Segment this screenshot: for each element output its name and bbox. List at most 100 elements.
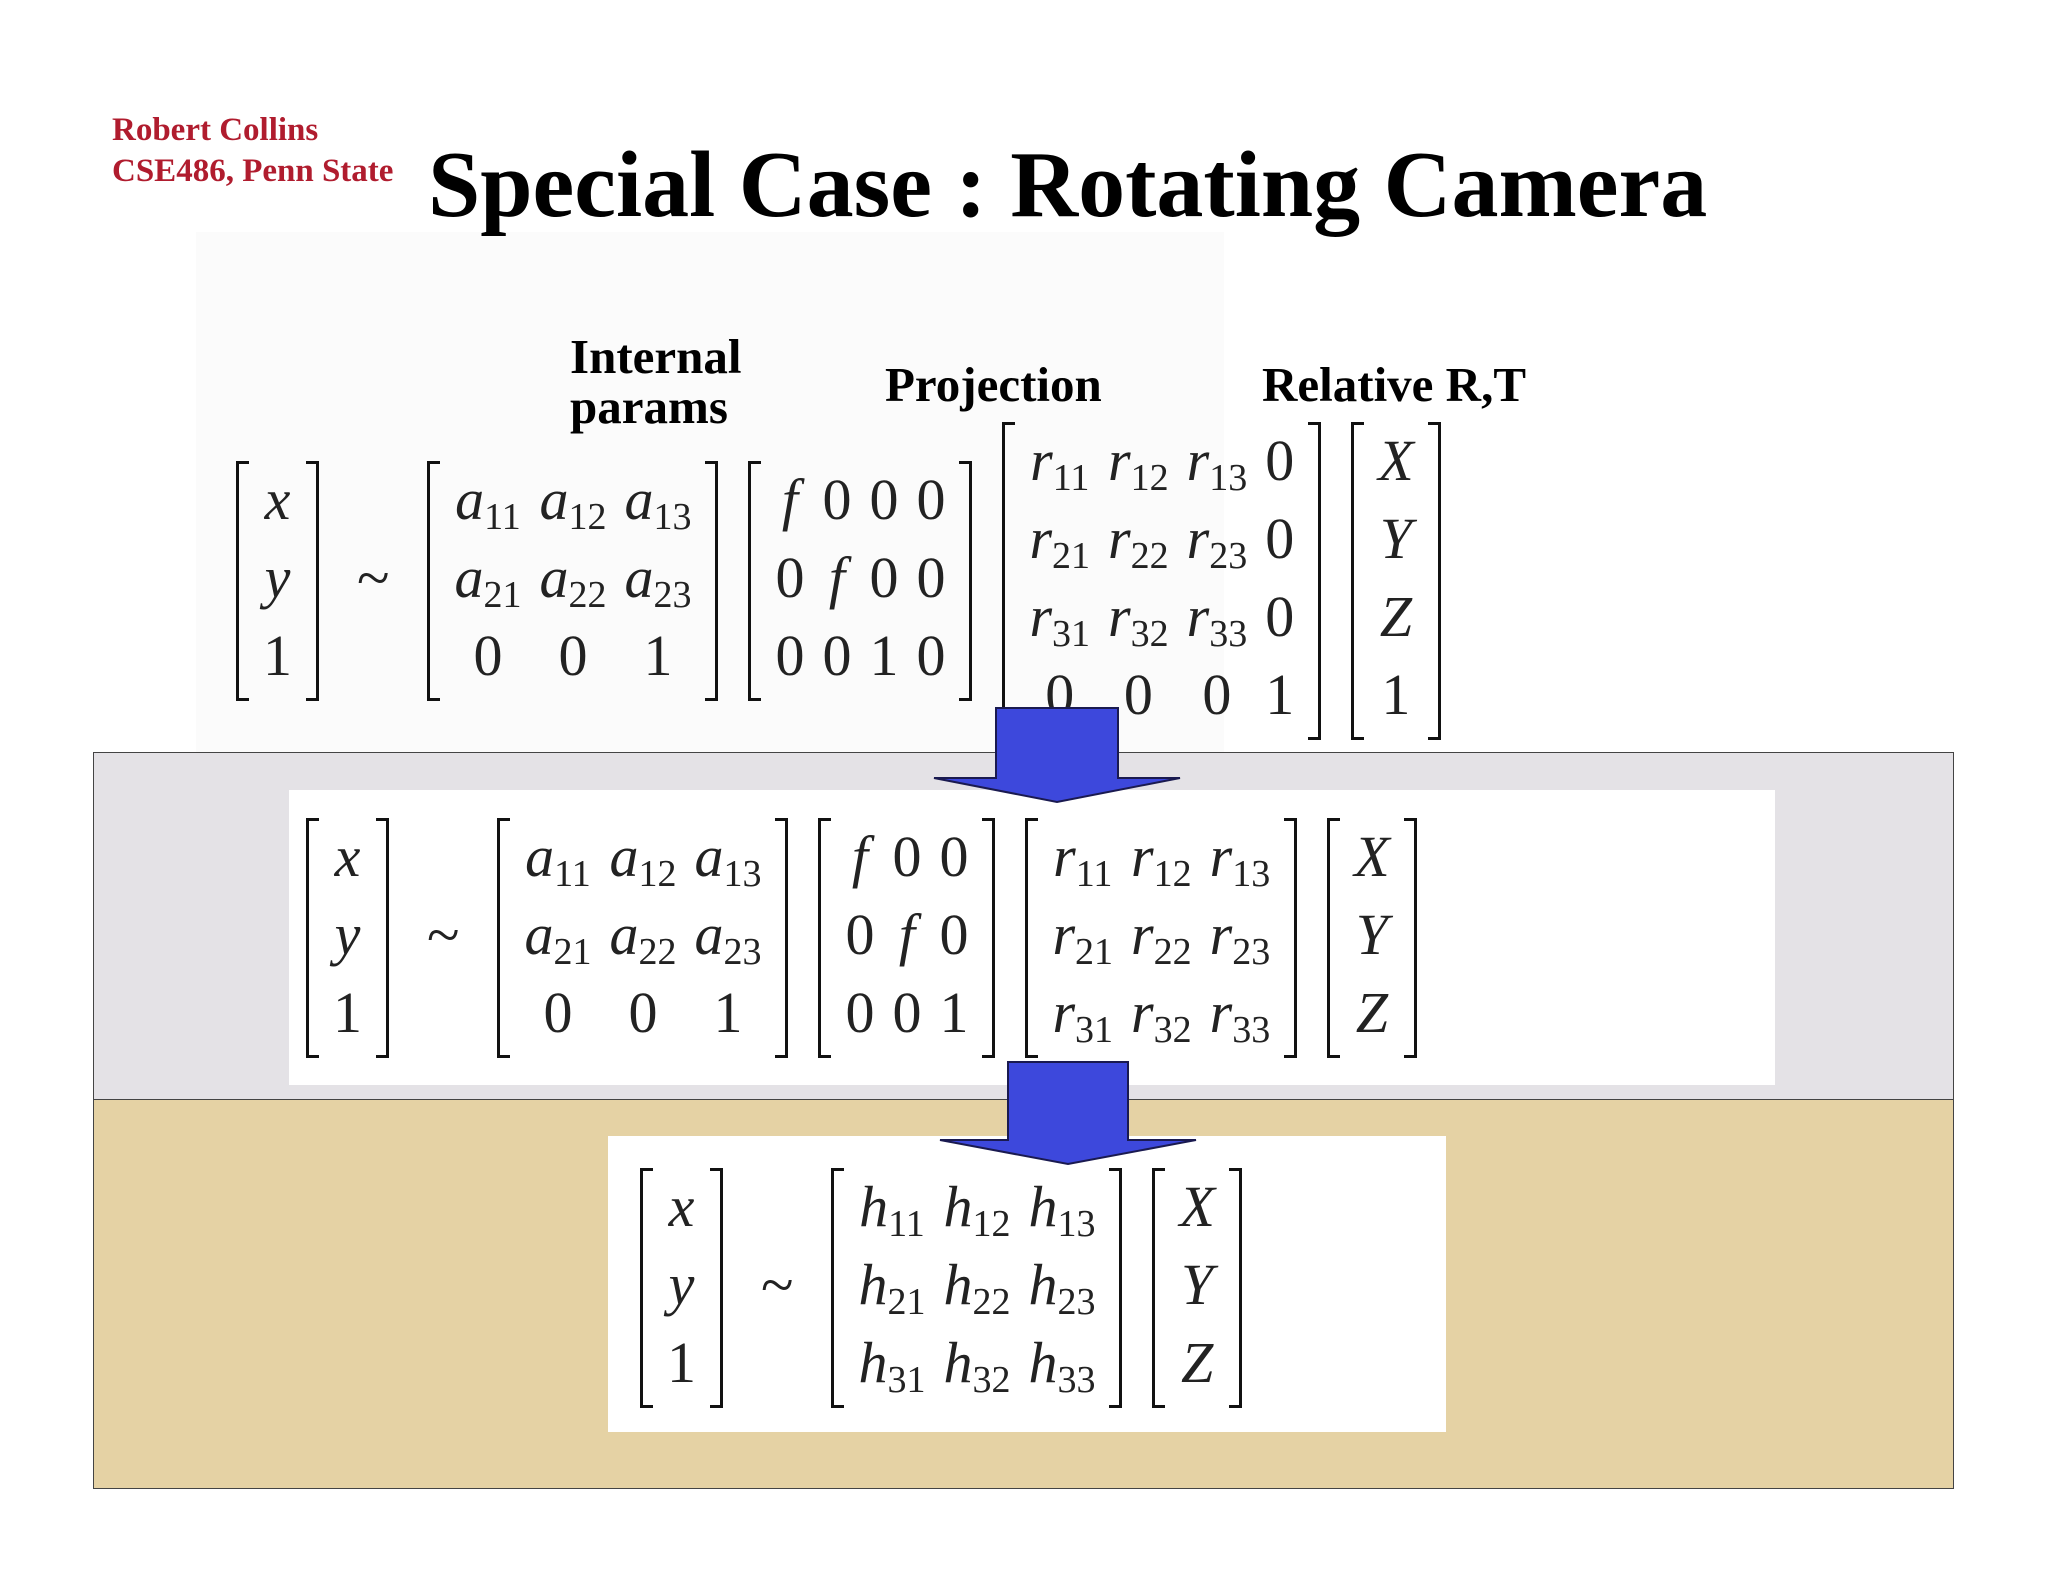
matrix-cell: 0 — [1265, 506, 1295, 571]
matrix-cell: x — [334, 824, 361, 889]
matrix-cell: r11 — [1052, 818, 1113, 896]
matrix-entry-symbol: r32 — [1131, 980, 1192, 1051]
matrix-cell: Z — [1355, 980, 1389, 1045]
matrix-entry-symbol: r33 — [1209, 980, 1271, 1051]
matrix-entry-symbol: r33 — [1186, 584, 1248, 655]
matrix-cell: r13 — [1187, 422, 1248, 500]
matrix-cell: 1 — [333, 980, 362, 1045]
matrix-cell: x — [668, 1174, 695, 1239]
matrix-cell: x — [264, 467, 291, 532]
matrix-cell: h23 — [1028, 1246, 1095, 1324]
matrix-cell: Y — [1181, 1252, 1214, 1317]
matrix-cell: r13 — [1210, 818, 1271, 896]
matrix-entry-symbol: r11 — [1030, 428, 1090, 499]
matrix-entry-symbol: a21 — [454, 545, 522, 616]
author-block: Robert Collins CSE486, Penn State — [112, 110, 393, 192]
matrix-cell: a11 — [524, 818, 591, 896]
matrix-cell: X — [1378, 428, 1414, 493]
matrix-cell: 0 — [822, 467, 852, 532]
matrix-cell: 0 — [1265, 584, 1295, 649]
equation-panel-homography — [608, 1136, 1446, 1432]
down-arrow-2 — [939, 1061, 1197, 1166]
matrix-cell: r33 — [1187, 578, 1248, 656]
matrix-cell: h12 — [943, 1168, 1010, 1246]
matrix-cell: r32 — [1108, 578, 1169, 656]
label-projection: Projection — [885, 357, 1102, 412]
matrix-entry-symbol: h13 — [1028, 1174, 1096, 1245]
matrix-cell: 0 — [892, 824, 922, 889]
matrix-entry-symbol: a12 — [609, 824, 677, 895]
matrix-entry-symbol: r12 — [1131, 824, 1192, 895]
matrix-cell: 0 — [558, 623, 588, 688]
matrix-cell: 1 — [713, 980, 743, 1045]
matrix-cell: 0 — [1265, 428, 1295, 493]
matrix-cell: 0 — [869, 467, 899, 532]
matrix-cell: r23 — [1210, 896, 1271, 974]
matrix-entry-symbol: a21 — [524, 902, 592, 973]
matrix-cell: a11 — [454, 461, 521, 539]
matrix-entry-symbol: r13 — [1209, 824, 1271, 895]
matrix-entry-symbol: r13 — [1186, 428, 1248, 499]
matrix-cell: 0 — [939, 824, 969, 889]
matrix-entry-symbol: r21 — [1029, 506, 1091, 577]
matrix-cell: 1 — [643, 623, 673, 688]
matrix-cell: Z — [1181, 1330, 1214, 1395]
matrix-cell: Z — [1379, 584, 1413, 649]
matrix-entry-symbol: h21 — [858, 1252, 926, 1323]
matrix-cell: 1 — [1381, 662, 1411, 727]
matrix-cell: y — [264, 545, 291, 610]
matrix-cell: h11 — [858, 1168, 925, 1246]
matrix-cell: a13 — [694, 818, 761, 896]
matrix-cell: r21 — [1029, 500, 1090, 578]
matrix-entry-symbol: h12 — [943, 1174, 1011, 1245]
matrix-entry-symbol: r32 — [1108, 584, 1169, 655]
matrix-cell: a23 — [624, 539, 691, 617]
matrix-cell: 0 — [473, 623, 503, 688]
matrix-cell: 1 — [1265, 662, 1295, 727]
matrix-cell: 0 — [845, 902, 875, 967]
matrix-cell: 1 — [939, 980, 969, 1045]
matrix-entry-symbol: h31 — [858, 1330, 926, 1401]
matrix-cell: Y — [1355, 902, 1389, 967]
label-relative-rt: Relative R,T — [1262, 357, 1526, 412]
similarity-symbol: ~ — [357, 544, 390, 611]
arrow-shape — [939, 1061, 1197, 1166]
matrix-cell: 0 — [916, 545, 946, 610]
matrix-entry-symbol: a11 — [455, 467, 521, 538]
matrix-cell: a23 — [694, 896, 761, 974]
matrix-entry-symbol: r23 — [1209, 902, 1271, 973]
matrix-entry-symbol: h33 — [1028, 1330, 1096, 1401]
matrix-cell: h33 — [1028, 1324, 1095, 1402]
matrix-entry-symbol: h22 — [943, 1252, 1011, 1323]
matrix-cell: h31 — [858, 1324, 925, 1402]
matrix-cell: r33 — [1210, 974, 1271, 1052]
matrix-entry-symbol: a11 — [525, 824, 591, 895]
matrix-cell: r31 — [1052, 974, 1113, 1052]
matrix-cell: 0 — [1202, 662, 1232, 727]
matrix-cell: X — [1179, 1174, 1215, 1239]
matrix-cell: 1 — [263, 623, 292, 688]
matrix-entry-symbol: a12 — [539, 467, 607, 538]
matrix-entry-symbol: h32 — [943, 1330, 1011, 1401]
matrix-entry-symbol: a13 — [694, 824, 762, 895]
matrix-cell: r31 — [1029, 578, 1090, 656]
matrix-cell: r22 — [1108, 500, 1169, 578]
matrix-cell: h22 — [943, 1246, 1010, 1324]
down-arrow-1 — [933, 707, 1181, 804]
matrix-entry-symbol: r22 — [1108, 506, 1169, 577]
matrix-cell: h32 — [943, 1324, 1010, 1402]
matrix-cell: r32 — [1131, 974, 1192, 1052]
matrix-cell: 0 — [916, 467, 946, 532]
matrix-cell: Y — [1379, 506, 1413, 571]
matrix-cell: y — [334, 902, 361, 967]
matrix-entry-symbol: r12 — [1108, 428, 1169, 499]
matrix-cell: 0 — [822, 623, 852, 688]
